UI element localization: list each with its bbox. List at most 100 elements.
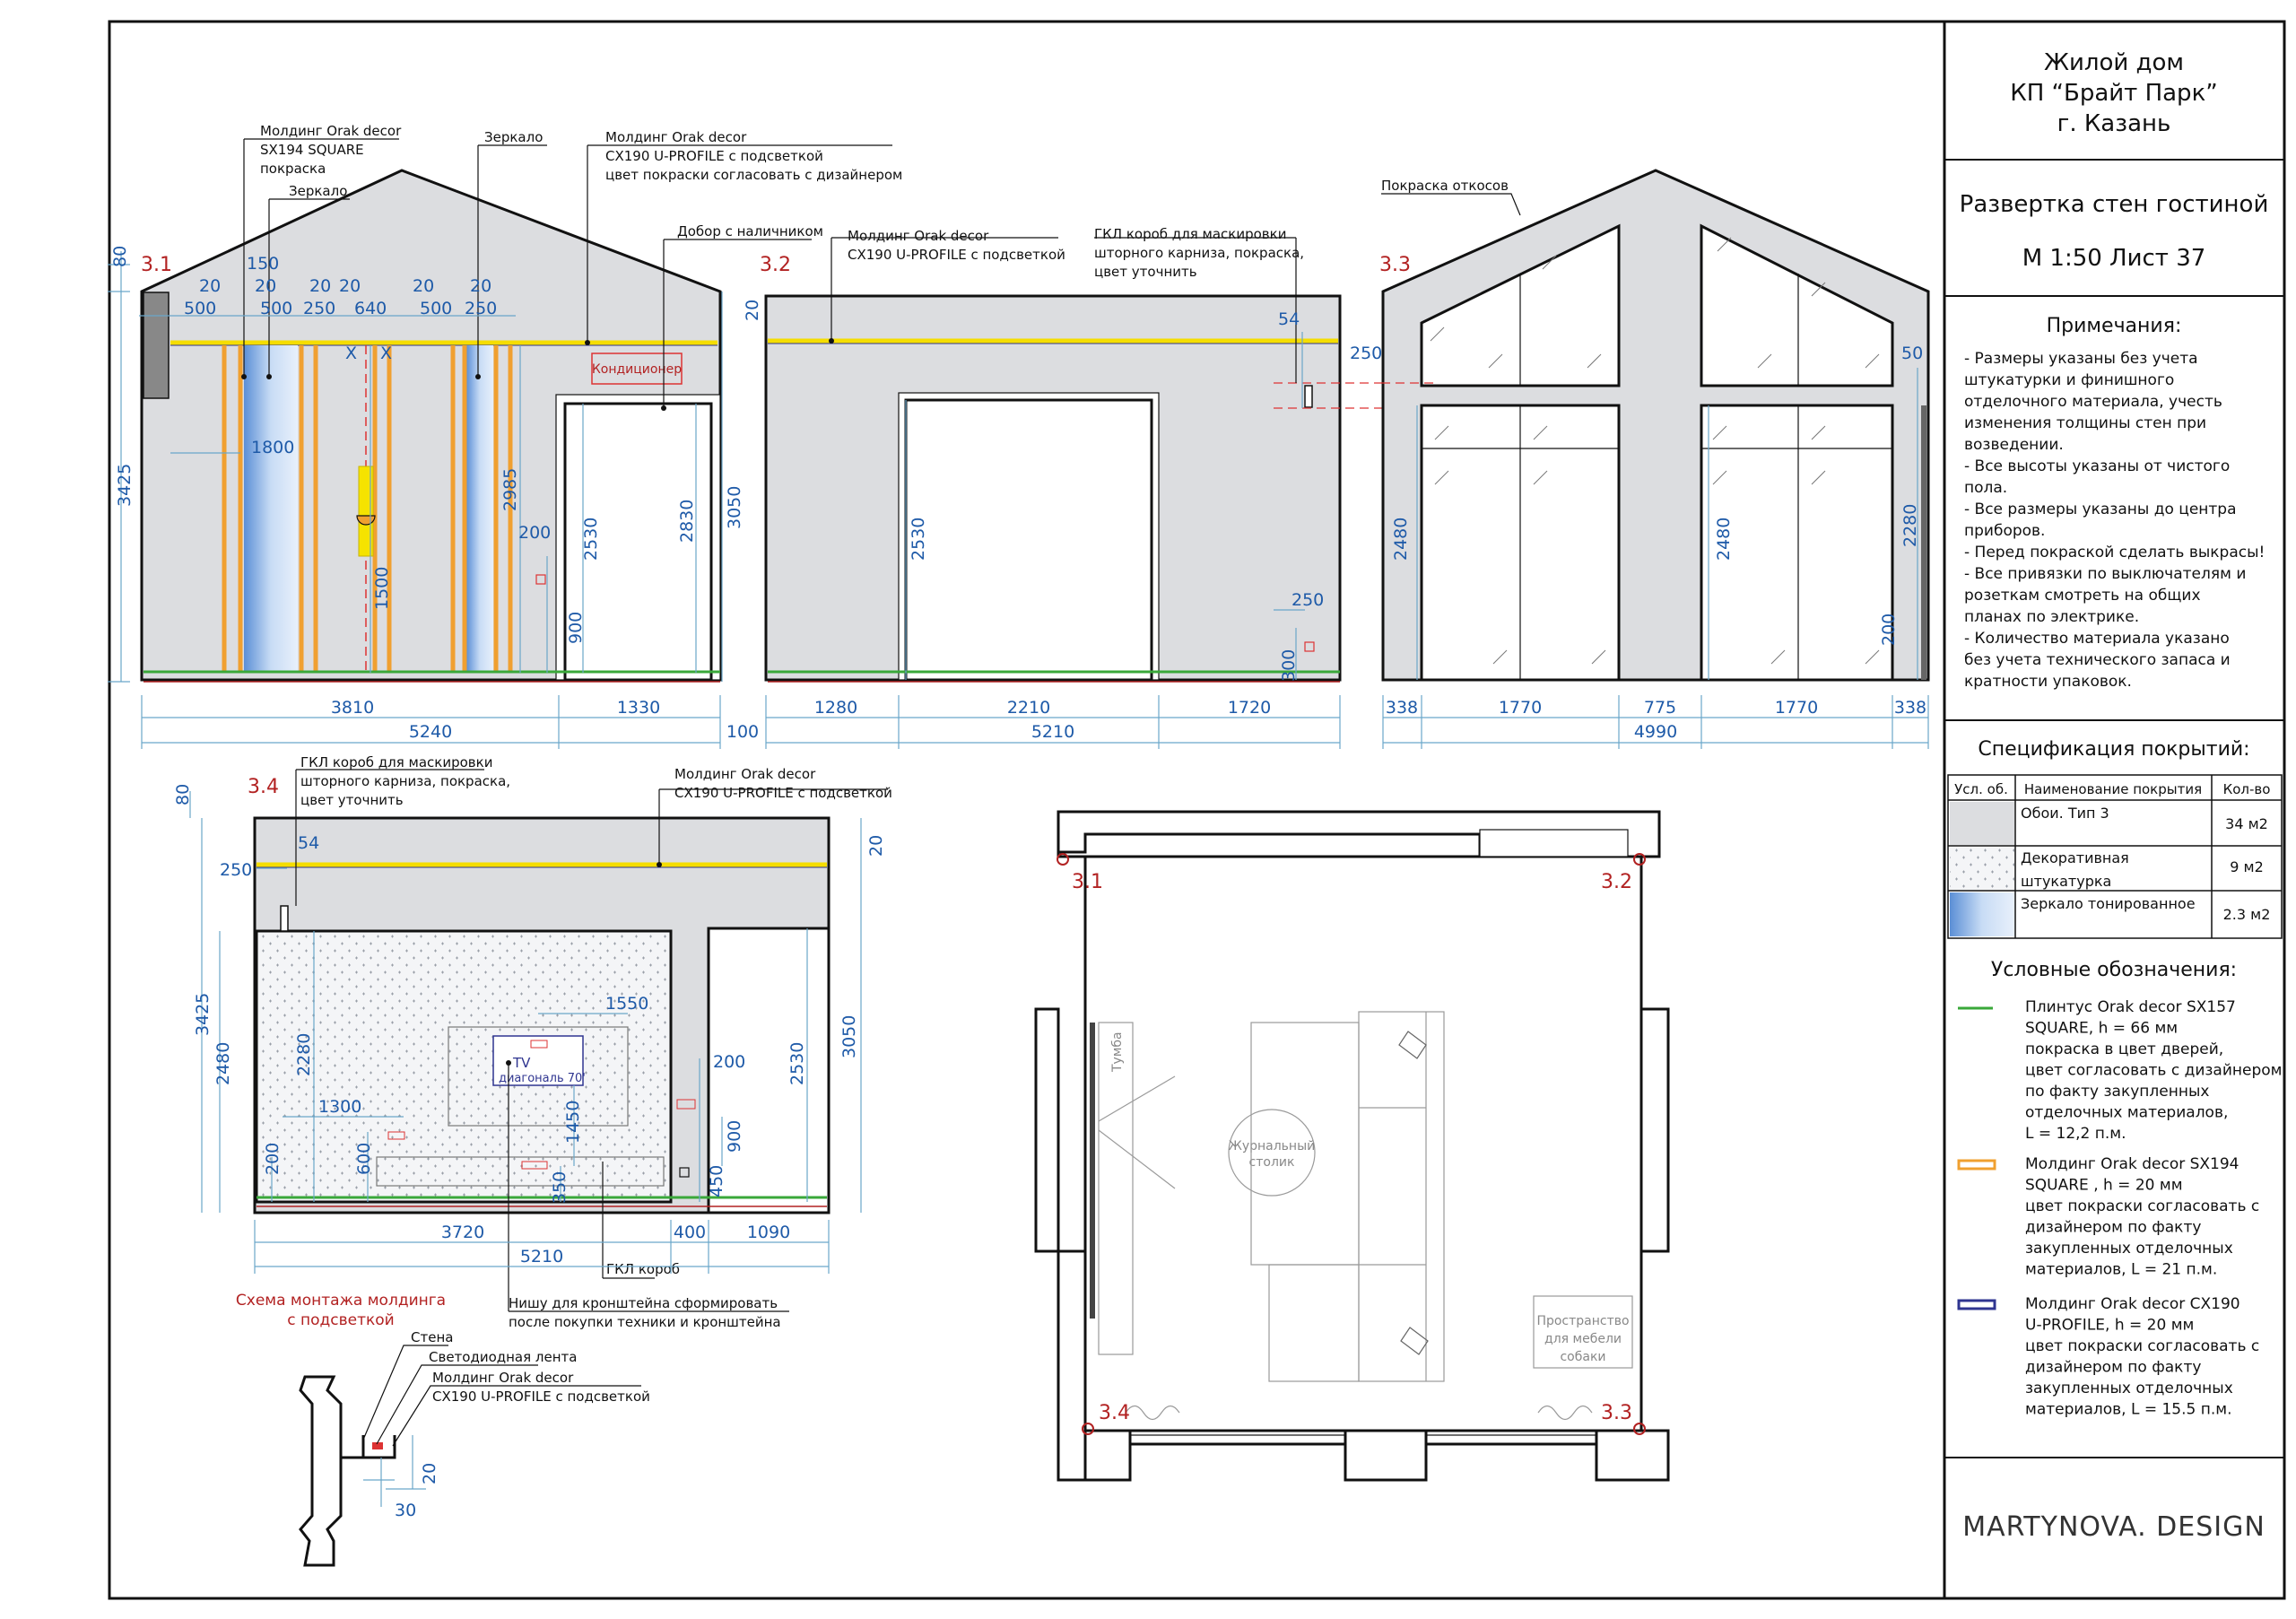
wall-label-3-3: 3.3 xyxy=(1379,254,1411,276)
wall-3-1-sx194-moldings xyxy=(222,345,513,673)
note-line-7: - Все размеры указаны до центра xyxy=(1964,500,2237,518)
dim-32-250b: 250 xyxy=(1292,590,1324,610)
gkl-box-3-4 xyxy=(280,905,289,932)
note-line-14: без учета технического запаса и xyxy=(1964,651,2231,669)
note-line-15: кратности упаковок. xyxy=(1964,673,2132,691)
dim-34-54: 54 xyxy=(298,833,319,853)
dim-32-1280: 1280 xyxy=(814,698,857,718)
dim-34-400: 400 xyxy=(674,1223,706,1242)
dim-33-50: 50 xyxy=(1901,344,1923,363)
note-dobor: Добор с наличником xyxy=(677,223,823,239)
dim-34-3425: 3425 xyxy=(193,993,213,1036)
dim-2830: 2830 xyxy=(677,500,697,543)
legend-sx194-line-3: дизайнером по факту xyxy=(2025,1219,2201,1237)
note-34-niche-2: после покупки техники и кронштейна xyxy=(509,1314,781,1330)
tv-niche xyxy=(448,1026,629,1127)
dim-34-1450: 1450 xyxy=(563,1101,583,1144)
note-line-13: - Количество материала указано xyxy=(1964,630,2230,648)
dim-34-350: 350 xyxy=(550,1171,570,1204)
window-triangle-right xyxy=(1700,223,1894,387)
note-line-2: отделочного материала, учесть xyxy=(1964,393,2222,411)
window-door-right xyxy=(1700,404,1894,682)
dim-x2: X xyxy=(380,344,392,363)
dim-34-1300: 1300 xyxy=(318,1097,361,1117)
dim-3810: 3810 xyxy=(331,698,374,718)
spec-row1-qty: 34 м2 xyxy=(2225,815,2268,832)
molding-detail: Схема монтажа молдинга с подсветкой Стен… xyxy=(236,1292,650,1567)
brand-name: MARTYNOVA. DESIGN xyxy=(1962,1511,2266,1543)
note-line-8: приборов. xyxy=(1964,522,2045,540)
dim-33-2280: 2280 xyxy=(1900,504,1920,547)
spec-row3-name: Зеркало тонированное xyxy=(2021,895,2196,912)
dim-5240: 5240 xyxy=(409,722,452,742)
spec-swatch-wallpaper xyxy=(1950,802,2014,845)
dim-34-900: 900 xyxy=(725,1120,744,1153)
dim-33-4990: 4990 xyxy=(1634,722,1677,742)
spec-row3-qty: 2.3 м2 xyxy=(2223,906,2271,923)
wall-3-3-elevation: 3.3 Покраска откосов 2480 2480 50 2280 2… xyxy=(1379,169,1930,749)
detail-dim-20: 20 xyxy=(420,1463,439,1484)
wall-label-3-1: 3.1 xyxy=(141,254,172,276)
note-34-gkl-2: шторного карниза, покраска, xyxy=(300,773,510,789)
detail-led-strip xyxy=(372,1442,383,1449)
dim-32-2530: 2530 xyxy=(909,518,928,561)
legend-sx194-line-2: цвет покраски согласовать с xyxy=(2025,1197,2259,1215)
detail-led-label: Светодиодная лента xyxy=(429,1349,577,1365)
dim-2985: 2985 xyxy=(500,468,520,511)
note-34-gkl-1: ГКЛ короб для маскировки xyxy=(300,754,492,770)
legend-cx190-line-1: U-PROFILE, h = 20 мм xyxy=(2025,1317,2194,1335)
plan-label-3-3: 3.3 xyxy=(1601,1402,1632,1424)
legend-cx190-swatch xyxy=(1957,1299,1996,1310)
legend-plinth-line-6: L = 12,2 п.м. xyxy=(2025,1125,2126,1143)
plan-dog-label-1: Пространство xyxy=(1536,1314,1629,1328)
dim-250a: 250 xyxy=(303,299,335,318)
floor-plan: Тумба Журнальный столик Пространство для… xyxy=(1034,810,1670,1482)
legend-sx194-swatch xyxy=(1957,1159,1996,1171)
dim-500a: 500 xyxy=(184,299,216,318)
legend-plinth-line-4: по факту закупленных xyxy=(2025,1083,2209,1101)
dim-32-250a: 250 xyxy=(1350,344,1382,363)
spec-table: Усл. об. Наименование покрытия Кол-во Об… xyxy=(1947,774,2283,939)
project-line1: Жилой дом xyxy=(2044,49,2184,76)
dim-33-1770b: 1770 xyxy=(1775,698,1818,718)
title-block: Жилой дом КП “Брайт Парк” г. Казань Разв… xyxy=(1944,49,2284,1543)
note-cx190-3: цвет покраски согласовать с дизайнером xyxy=(605,167,902,183)
dim-33-200: 200 xyxy=(1879,614,1899,646)
wall-lamp-icon xyxy=(358,466,374,557)
spec-row2-name2: штукатурка xyxy=(2021,873,2111,890)
dim-32-5210: 5210 xyxy=(1031,722,1074,742)
legend-cx190-line-0: Молдинг Orak decor CX190 xyxy=(2025,1295,2240,1313)
plan-table-label-1: Журнальный xyxy=(1229,1139,1316,1153)
spec-row1-name: Обои. Тип 3 xyxy=(2021,805,2109,822)
dim-33-1770a: 1770 xyxy=(1499,698,1542,718)
note-34-cx190-1: Молдинг Orak decor xyxy=(674,766,816,782)
wall-3-2-elevation: 3.2 Молдинг Orak decor CX190 U-PROFILE с… xyxy=(760,226,1417,749)
plan-room xyxy=(1083,855,1643,1432)
note-line-9: - Перед покраской сделать выкрасы! xyxy=(1964,544,2265,561)
spec-header-qty: Кол-во xyxy=(2223,781,2271,797)
legend-sx194-line-1: SQUARE , h = 20 мм xyxy=(2025,1177,2183,1195)
dim-1500: 1500 xyxy=(372,567,392,610)
legend-cx190-line-3: дизайнером по факту xyxy=(2025,1359,2201,1377)
plan-coffee-table xyxy=(1228,1109,1316,1197)
detail-wall-label: Стена xyxy=(411,1329,453,1345)
detail-mold-1: Молдинг Orak decor xyxy=(432,1370,574,1386)
spec-row2-qty: 9 м2 xyxy=(2230,858,2264,875)
dim-34-2480: 2480 xyxy=(213,1042,233,1085)
ac-label: Кондиционер xyxy=(592,362,682,377)
dim-34-2530: 2530 xyxy=(787,1042,807,1085)
dim-20d: 20 xyxy=(339,276,361,296)
plan-tv-stand xyxy=(1098,1022,1134,1355)
dim-20g: 20 xyxy=(743,300,762,321)
dim-34-1090: 1090 xyxy=(747,1223,790,1242)
dim-34-600: 600 xyxy=(354,1143,374,1175)
legend-sx194-line-0: Молдинг Orak decor SX194 xyxy=(2025,1155,2239,1173)
dim-640: 640 xyxy=(354,299,387,318)
dim-20c: 20 xyxy=(309,276,331,296)
spec-row2-name: Декоративная xyxy=(2021,849,2129,866)
note-line-0: - Размеры указаны без учета xyxy=(1964,350,2198,368)
spec-title: Спецификация покрытий: xyxy=(1978,738,2249,761)
plan-dog-label-3: собаки xyxy=(1560,1350,1605,1364)
